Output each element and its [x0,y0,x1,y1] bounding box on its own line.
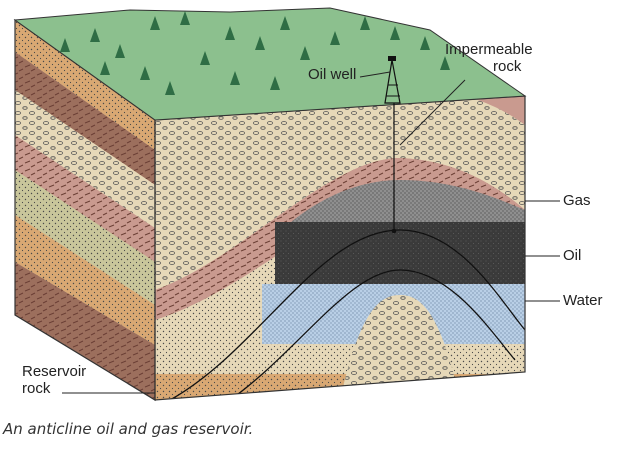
water-label: Water [563,292,603,309]
reservoir-line-1: Reservoir [22,363,87,380]
side-face [15,20,155,400]
oil-derrick-icon [384,56,401,104]
reservoir-rock-label: Reservoir rock [22,363,86,397]
impermeable-line-2: rock [493,58,522,75]
well-bottom [391,228,397,234]
tree-icon [60,11,450,95]
front-face [155,96,525,400]
impermeable-rock-label: Impermeable rock [445,41,533,75]
gas-label: Gas [563,192,591,209]
oil-label: Oil [563,247,582,264]
leader-lines [62,71,560,394]
reservoir-line-2: rock [22,380,51,397]
impermeable-line-1: Impermeable [445,41,533,58]
oil-well-label: Oil well [308,66,357,83]
figure-caption: An anticline oil and gas reservoir. [3,420,254,438]
